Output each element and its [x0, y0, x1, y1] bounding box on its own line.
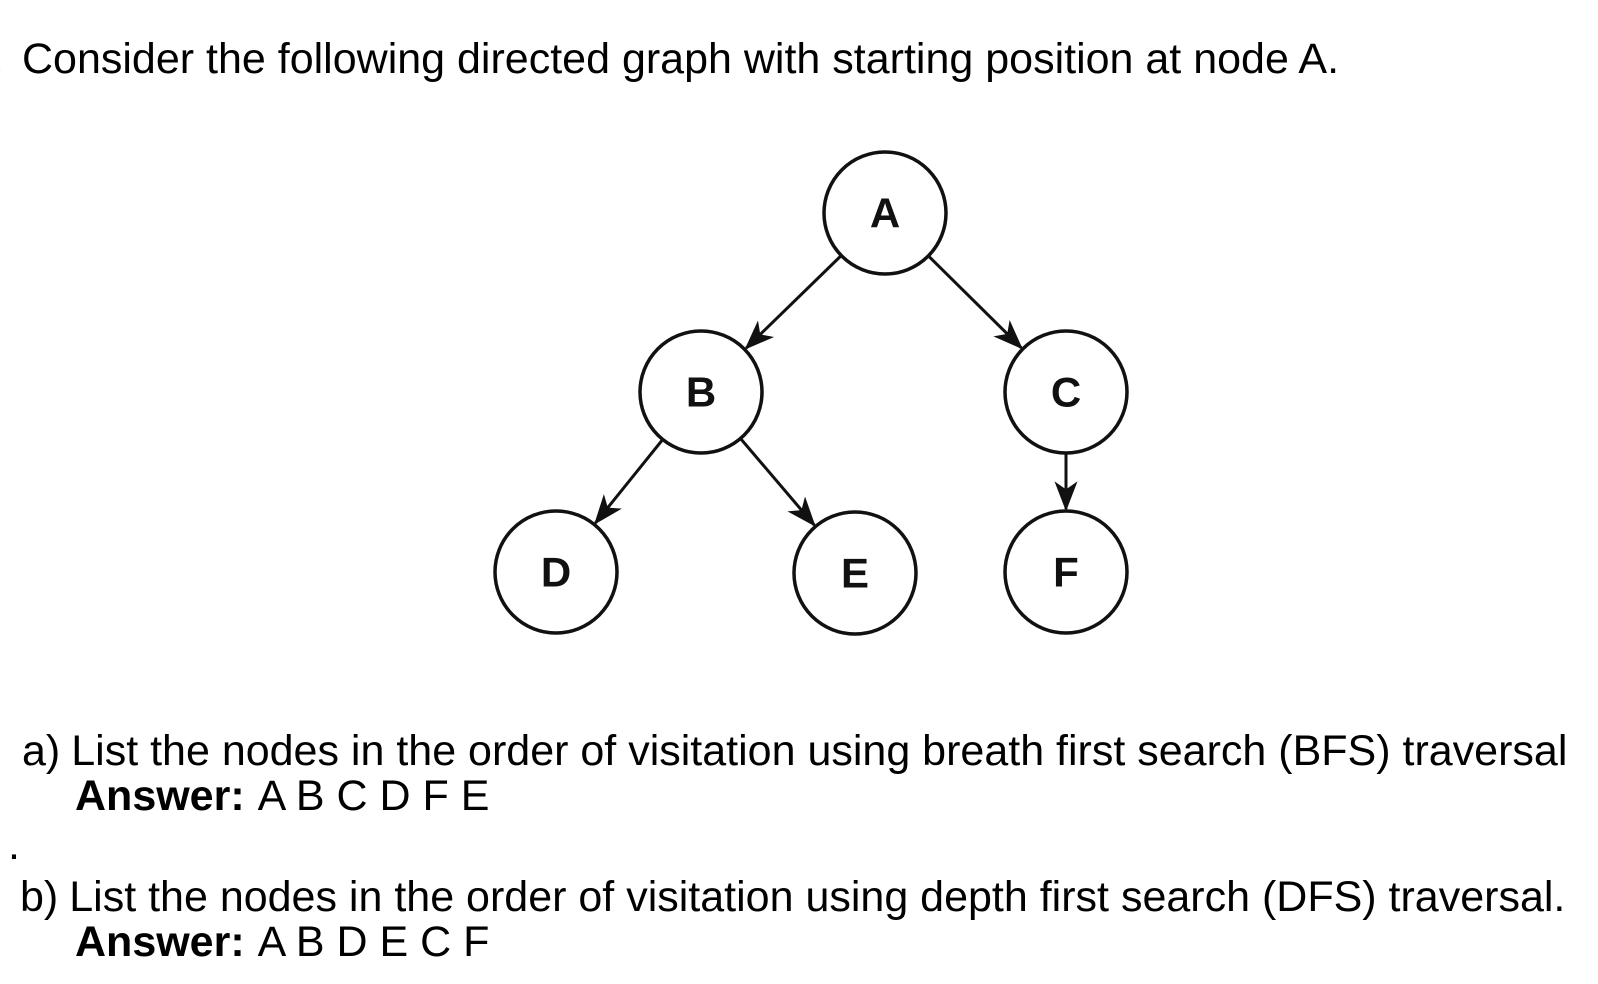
answer-a-value: A B C D F E	[257, 772, 490, 820]
node-D-label: D	[541, 549, 571, 596]
edge-B-E-arrow	[739, 437, 816, 527]
answer-b-line: Answer:A B D E C F	[75, 918, 489, 967]
edge-A-B-arrow	[744, 254, 843, 350]
intro-sentence: Consider the following directed graph wi…	[22, 35, 1340, 83]
node-D-circle	[493, 509, 619, 635]
node-E-circle	[792, 510, 918, 636]
node-E-label: E	[841, 550, 869, 597]
question-a-text: List the nodes in the order of visitatio…	[71, 727, 1568, 775]
node-B-label: B	[686, 369, 716, 416]
directed-graph-figure: A B C D E F	[450, 140, 1150, 640]
question-b-prefix: b)	[20, 873, 59, 921]
answer-b-label: Answer:	[75, 918, 245, 966]
answer-a-line: Answer:A B C D F E	[75, 772, 489, 821]
stray-period: .	[8, 821, 20, 869]
question-b-text: List the nodes in the order of visitatio…	[69, 873, 1566, 921]
question-a-prefix: a)	[22, 727, 61, 775]
question-a-line: a)List the nodes in the order of visitat…	[22, 727, 1567, 776]
question-b-line: b)List the nodes in the order of visitat…	[20, 873, 1565, 922]
node-C-label: C	[1051, 369, 1081, 416]
node-B-circle	[638, 329, 764, 455]
node-C-circle	[1003, 329, 1129, 455]
node-F-label: F	[1053, 549, 1079, 596]
edge-B-D-arrow	[594, 438, 664, 525]
node-A-label: A	[870, 190, 900, 237]
graph-svg: A B C D E F	[493, 150, 1129, 636]
answer-a-label: Answer:	[75, 772, 245, 820]
answer-b-value: A B D E C F	[257, 918, 490, 966]
clipped-character-fragment: .	[0, 35, 4, 84]
edge-A-C-arrow	[927, 254, 1023, 350]
node-F-circle	[1003, 509, 1129, 635]
node-A-circle	[822, 150, 948, 276]
